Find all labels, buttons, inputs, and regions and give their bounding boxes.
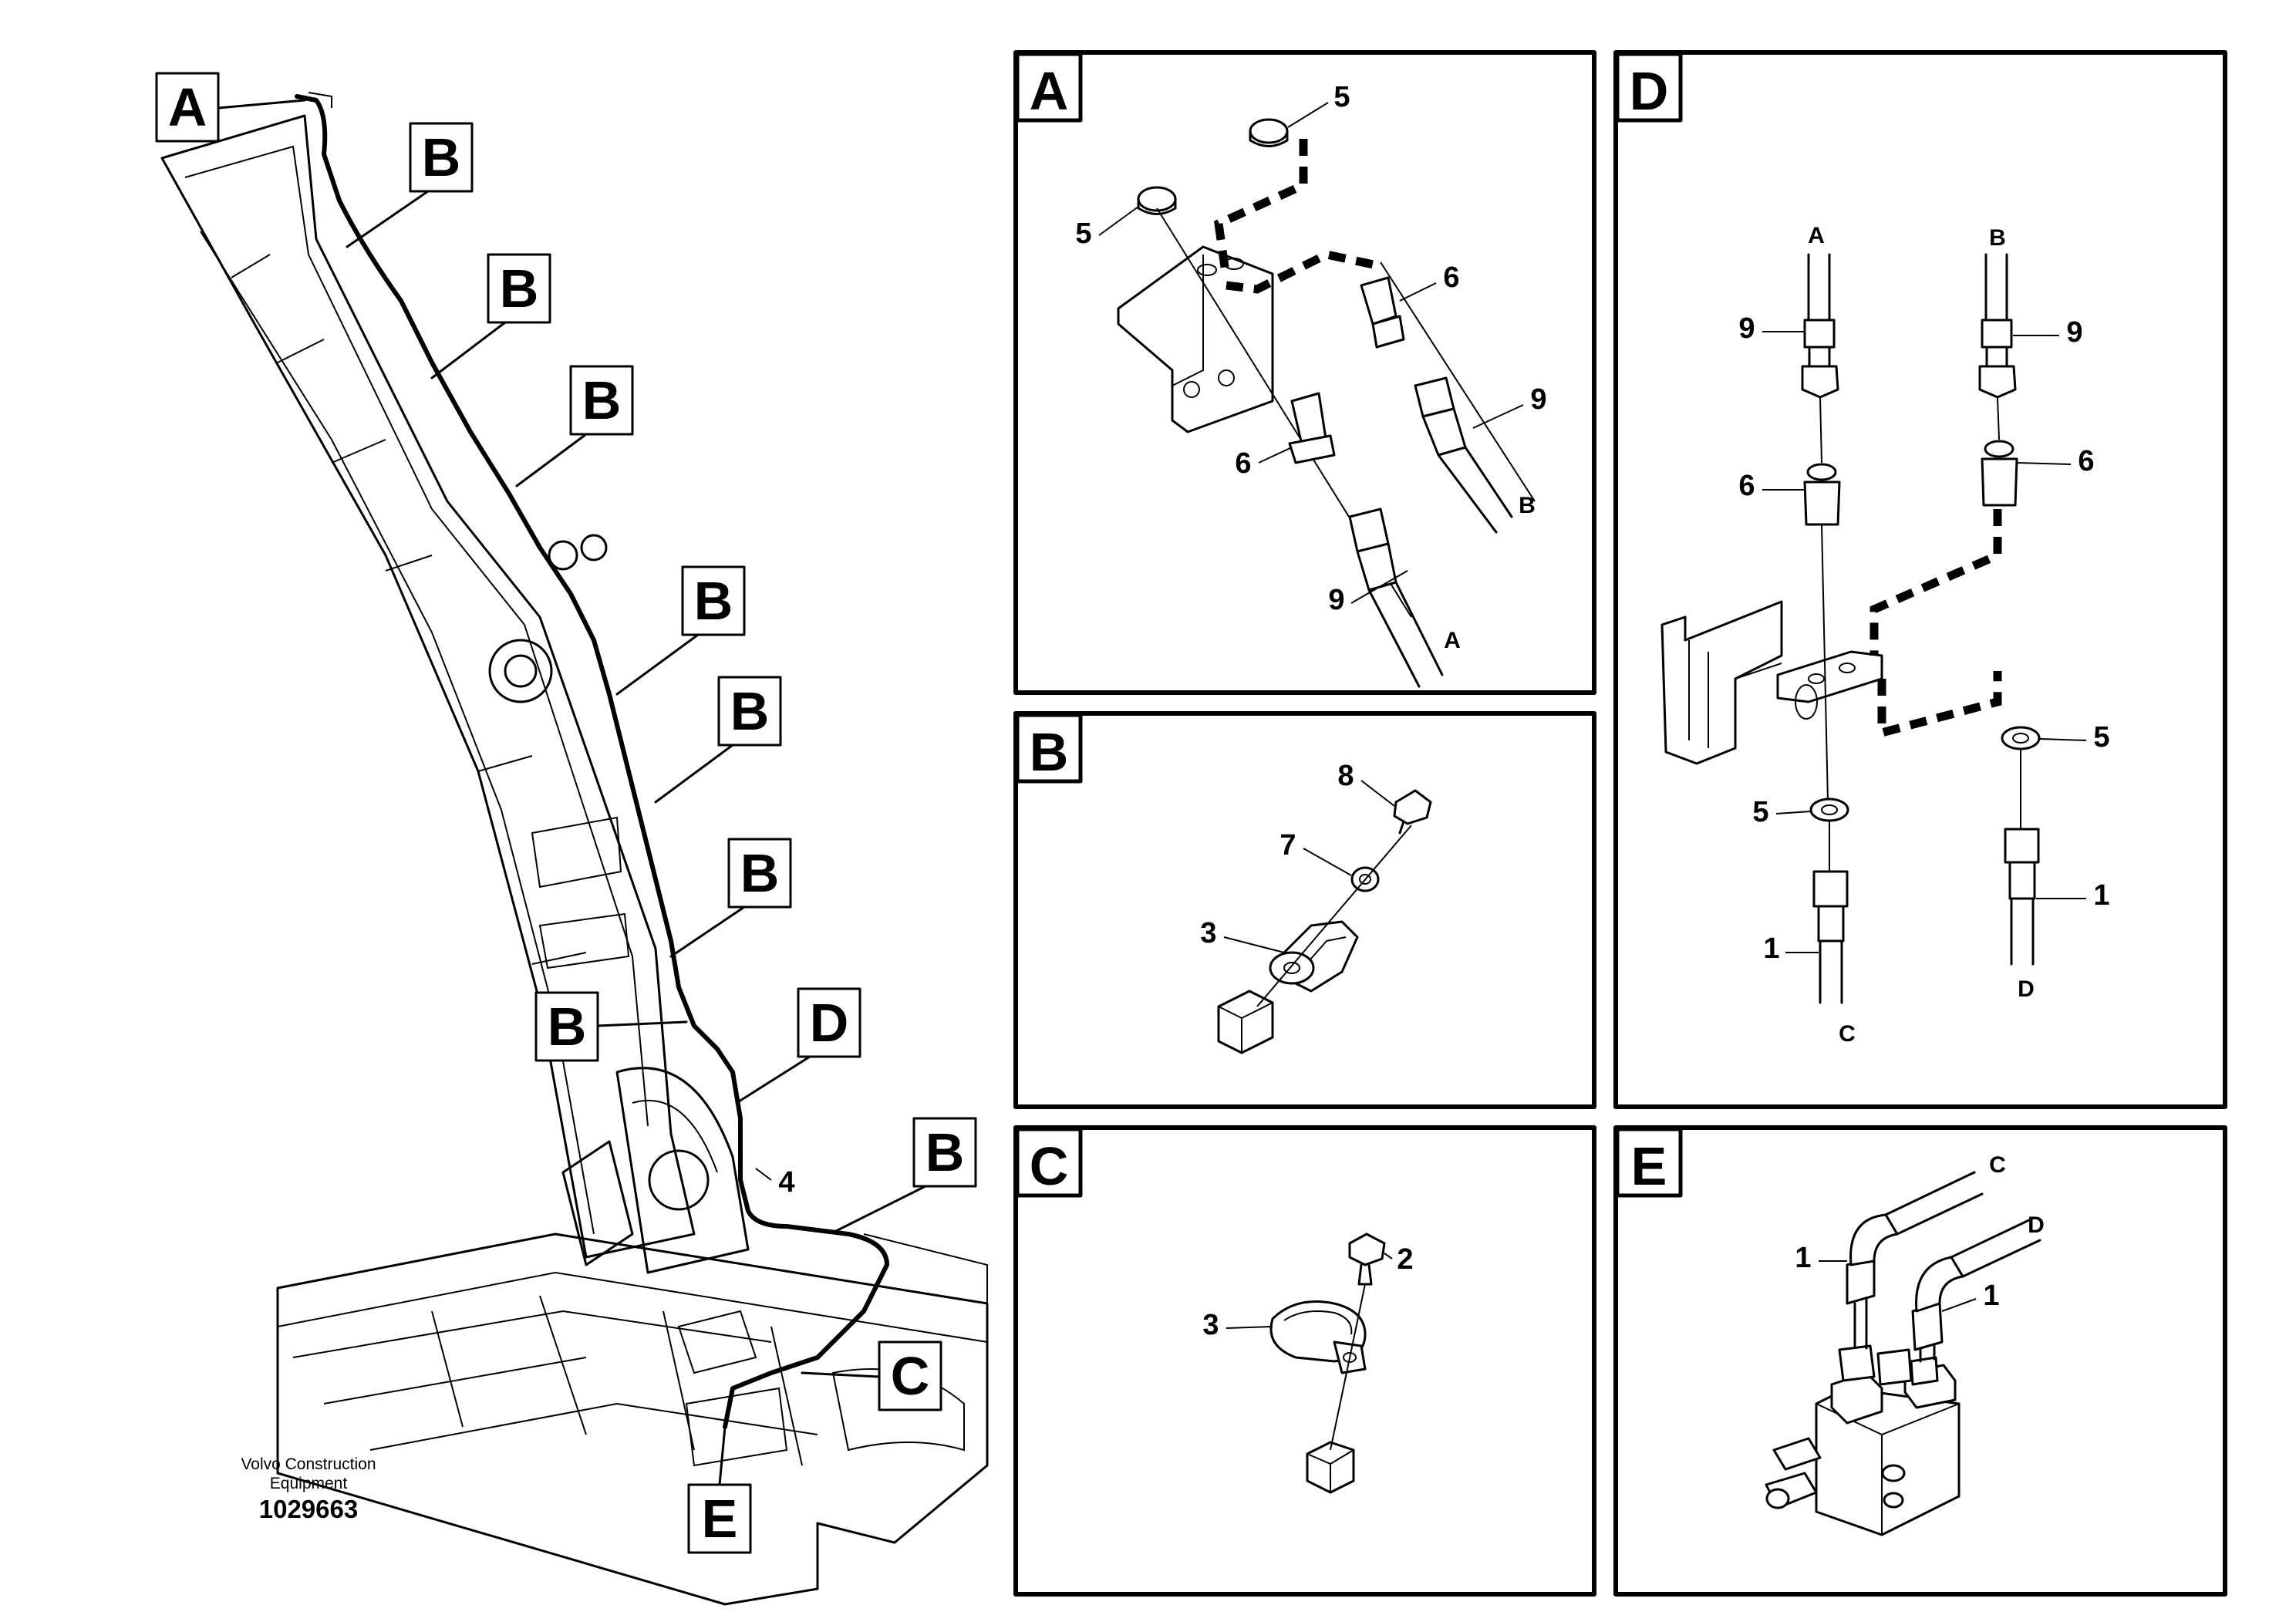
svg-text:9: 9 bbox=[1738, 312, 1755, 345]
svg-text:B: B bbox=[925, 1122, 965, 1182]
svg-text:C: C bbox=[891, 1346, 930, 1406]
svg-text:B: B bbox=[1519, 493, 1536, 518]
svg-text:B: B bbox=[422, 127, 461, 187]
svg-text:8: 8 bbox=[1337, 760, 1354, 792]
svg-text:6: 6 bbox=[1738, 470, 1755, 502]
svg-text:1: 1 bbox=[1763, 932, 1779, 965]
svg-text:B: B bbox=[730, 681, 770, 741]
svg-text:6: 6 bbox=[1235, 447, 1251, 480]
svg-text:D: D bbox=[810, 993, 849, 1053]
svg-text:5: 5 bbox=[2093, 721, 2109, 754]
svg-text:5: 5 bbox=[1333, 81, 1350, 113]
brand-label: Volvo Construction Equipment bbox=[193, 1455, 424, 1493]
svg-text:A: A bbox=[1808, 223, 1825, 248]
svg-text:9: 9 bbox=[1530, 383, 1546, 416]
svg-text:1: 1 bbox=[2093, 879, 2109, 912]
svg-text:2: 2 bbox=[1397, 1243, 1413, 1276]
svg-text:B: B bbox=[548, 996, 587, 1057]
svg-text:6: 6 bbox=[2078, 445, 2094, 477]
brand-line-1: Volvo Construction bbox=[241, 1455, 376, 1473]
svg-text:E: E bbox=[1631, 1136, 1667, 1196]
panel-d: D bbox=[1613, 50, 2227, 1109]
part-label-4: 4 bbox=[778, 1166, 794, 1199]
main-boom-view: A B B B B B B B D bbox=[155, 72, 989, 1606]
main-callouts: A B B B B B B B D bbox=[155, 72, 977, 1554]
panel-a: A 5 5 bbox=[1013, 50, 1596, 695]
brand-line-2: Equipment bbox=[269, 1475, 348, 1492]
svg-text:B: B bbox=[582, 370, 622, 430]
drawing-number: 1029663 bbox=[258, 1495, 359, 1523]
svg-text:1: 1 bbox=[1983, 1280, 1999, 1312]
svg-text:D: D bbox=[2028, 1212, 2045, 1238]
svg-text:A: A bbox=[168, 77, 207, 137]
svg-text:5: 5 bbox=[1075, 218, 1091, 250]
svg-text:1: 1 bbox=[1795, 1242, 1811, 1274]
svg-text:C: C bbox=[1839, 1021, 1856, 1047]
panel-c: C 2 3 bbox=[1013, 1125, 1596, 1597]
svg-text:A: A bbox=[1030, 61, 1069, 121]
svg-text:B: B bbox=[694, 571, 733, 631]
svg-text:5: 5 bbox=[1752, 796, 1768, 828]
svg-text:3: 3 bbox=[1200, 917, 1216, 949]
svg-text:B: B bbox=[500, 258, 539, 319]
svg-text:B: B bbox=[1989, 225, 2006, 251]
panel-e: E C D 1 1 bbox=[1613, 1125, 2227, 1597]
svg-text:E: E bbox=[702, 1489, 738, 1549]
svg-text:D: D bbox=[1630, 61, 1669, 121]
svg-text:9: 9 bbox=[2066, 316, 2082, 349]
svg-text:9: 9 bbox=[1328, 584, 1344, 616]
svg-text:C: C bbox=[1989, 1152, 2006, 1178]
svg-text:A: A bbox=[1444, 628, 1461, 653]
panel-b: B 8 7 3 bbox=[1013, 711, 1596, 1109]
svg-text:7: 7 bbox=[1279, 829, 1296, 862]
svg-text:6: 6 bbox=[1443, 261, 1459, 294]
svg-text:3: 3 bbox=[1202, 1309, 1219, 1341]
svg-text:C: C bbox=[1030, 1136, 1069, 1196]
svg-text:B: B bbox=[740, 843, 780, 903]
svg-text:B: B bbox=[1030, 722, 1069, 782]
svg-text:D: D bbox=[2018, 976, 2035, 1002]
